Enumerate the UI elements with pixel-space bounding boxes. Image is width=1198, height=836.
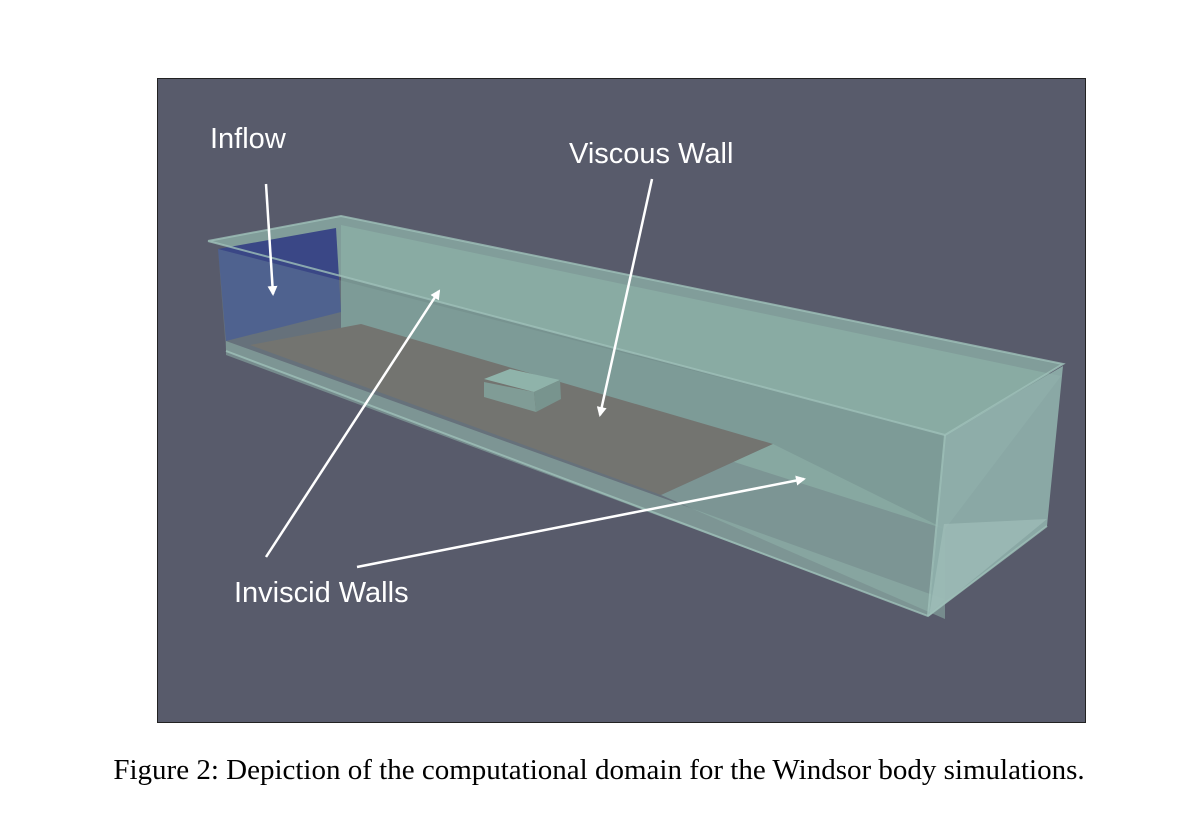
inflow-arrow — [264, 183, 278, 296]
front-side-wall — [218, 249, 945, 616]
inviscid-walls-label: Inviscid Walls — [234, 577, 409, 609]
viscous-floor — [250, 324, 773, 495]
domain-render — [207, 178, 1066, 619]
inviscid-arrow-top — [264, 289, 441, 558]
channel-edges — [207, 214, 1066, 437]
windsor-body-top — [484, 369, 560, 392]
viscous-wall-arrow — [596, 178, 654, 417]
top-wall — [208, 216, 1063, 435]
inflow-label: Inflow — [210, 123, 286, 155]
windsor-body-side — [484, 382, 536, 412]
outlet-vertical-edge — [927, 434, 946, 617]
figure-caption: Figure 2: Depiction of the computational… — [113, 754, 1085, 786]
bottom-front-band — [226, 341, 944, 616]
viscous-wall-label: Viscous Wall — [569, 138, 734, 170]
domain-figure: Inflow Viscous Wall Inviscid Walls — [157, 78, 1086, 723]
inflow-face — [218, 228, 341, 341]
inviscid-arrow-floor — [356, 475, 806, 569]
windsor-body-front — [534, 380, 561, 412]
